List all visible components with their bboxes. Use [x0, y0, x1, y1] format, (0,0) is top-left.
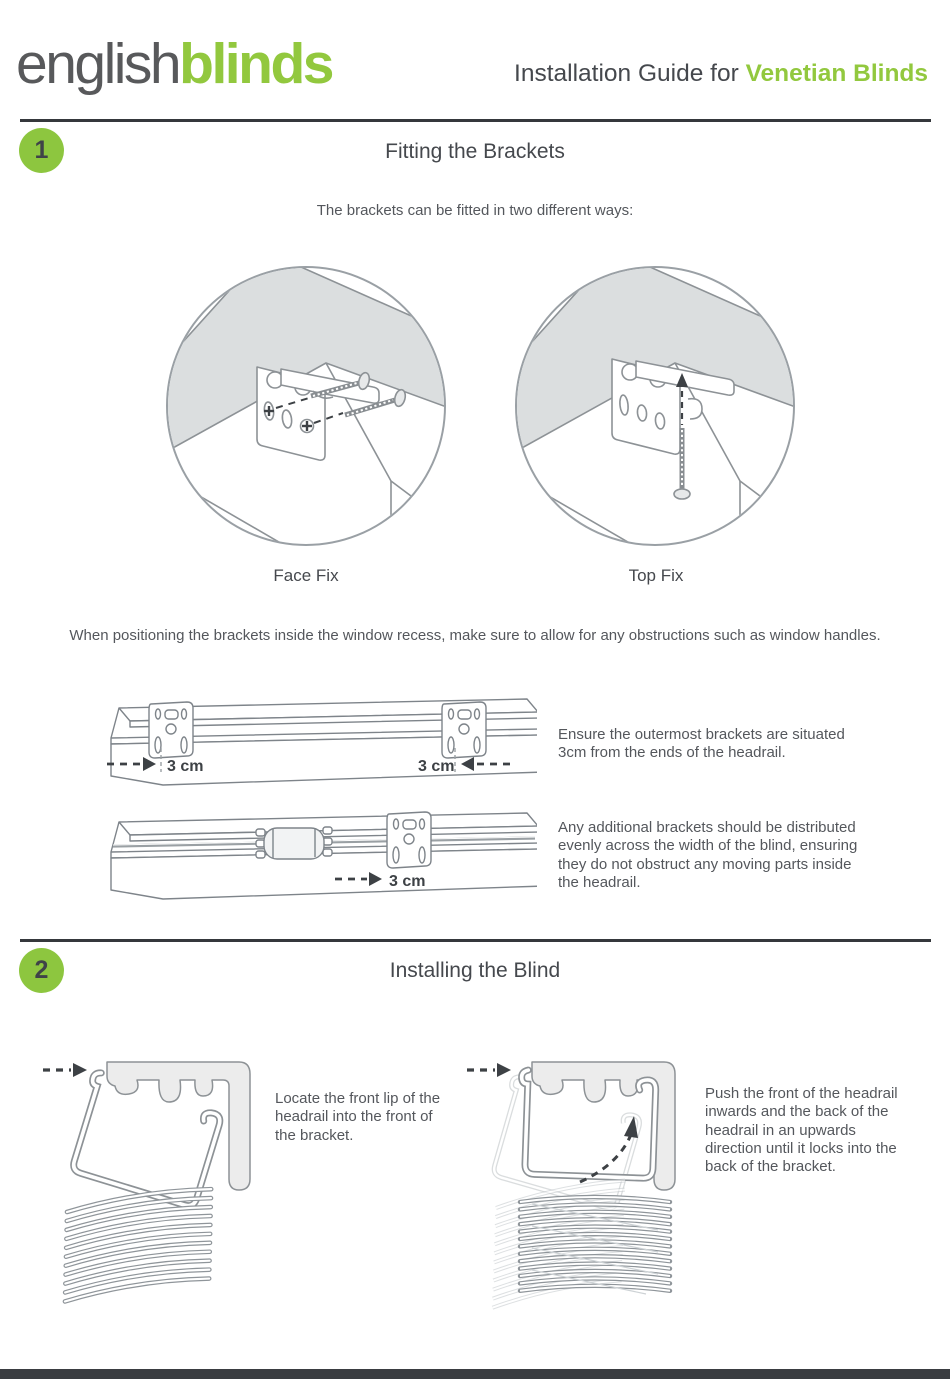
end-bracket-right	[441, 701, 487, 759]
document-title-highlight: Venetian Blinds	[745, 60, 928, 87]
brand-logo: englishblinds	[16, 36, 334, 93]
fitting-intro-text: The brackets can be fitted in two differ…	[316, 202, 634, 219]
screw-position-marks	[264, 406, 312, 431]
additional-bracket	[386, 811, 432, 869]
face-fix-label: Face Fix	[273, 566, 339, 585]
face-fix-illustration	[166, 266, 446, 546]
measure-right-label: 3 cm	[418, 758, 454, 775]
recess-note: When positioning the brackets inside the…	[69, 627, 881, 644]
bracket-profile	[531, 1061, 676, 1191]
measure-right: 3 cm	[418, 748, 511, 775]
outer-brackets-note: Ensure the outermost brackets are situat…	[558, 726, 845, 762]
ladder-cords	[531, 1203, 659, 1295]
logo-part-blinds: blinds	[179, 32, 334, 96]
logo-part-english: english	[16, 32, 182, 96]
footer-bar	[0, 1369, 950, 1379]
insert-direction-arrowhead	[497, 1063, 511, 1077]
tilted-headrail	[70, 1069, 224, 1210]
install-step1-illustration	[43, 1061, 251, 1304]
screw-guide-lines	[275, 397, 344, 424]
insert-direction-arrowhead	[73, 1063, 87, 1077]
upright-headrail	[518, 1066, 660, 1182]
vertical-screw	[673, 428, 691, 500]
top-fix-illustration	[515, 266, 795, 546]
headrail-outer-brackets-diagram: 3 cm 3 cm	[107, 698, 537, 786]
headrail-channel	[110, 698, 537, 786]
measure-mid: 3 cm	[335, 872, 425, 890]
step-1-number: 1	[34, 136, 49, 164]
locate-note: Locate the front lip of the headrail int…	[275, 1090, 441, 1144]
push-note: Push the front of the headrail inwards a…	[705, 1085, 898, 1176]
push-up-arrowhead	[624, 1116, 638, 1138]
push-up-arrow	[579, 1131, 634, 1184]
measure-left: 3 cm	[107, 748, 203, 775]
top-fix-label: Top Fix	[628, 566, 684, 585]
recess-top-face	[517, 268, 793, 460]
measure-left-label: 3 cm	[167, 758, 203, 775]
headrail-additional-bracket-diagram: 3 cm	[110, 811, 537, 900]
recess-top-face	[168, 268, 444, 460]
cord-mechanism	[255, 826, 333, 860]
step-2-badge: 2	[19, 948, 64, 993]
upward-arrow	[676, 373, 688, 387]
step-2-number: 2	[34, 956, 49, 984]
screws	[310, 371, 407, 418]
end-bracket-left	[148, 701, 194, 759]
slat-stack	[517, 1194, 673, 1295]
section-divider-1	[20, 119, 931, 122]
additional-brackets-note: Any additional brackets should be distri…	[558, 819, 858, 891]
section-2-title: Installing the Blind	[389, 959, 561, 982]
section-1-title: Fitting the Brackets	[385, 140, 565, 163]
install-step2-illustration	[467, 1061, 676, 1310]
document-title-prefix: Installation Guide for	[514, 60, 746, 87]
bracket-profile	[106, 1061, 251, 1191]
section-divider-2	[20, 939, 931, 942]
ceiling-bracket	[611, 358, 735, 455]
slat-stack	[62, 1186, 214, 1304]
step-1-badge: 1	[19, 128, 64, 173]
measure-mid-label: 3 cm	[389, 873, 425, 890]
document-title: Installation Guide for Venetian Blinds	[514, 60, 928, 88]
